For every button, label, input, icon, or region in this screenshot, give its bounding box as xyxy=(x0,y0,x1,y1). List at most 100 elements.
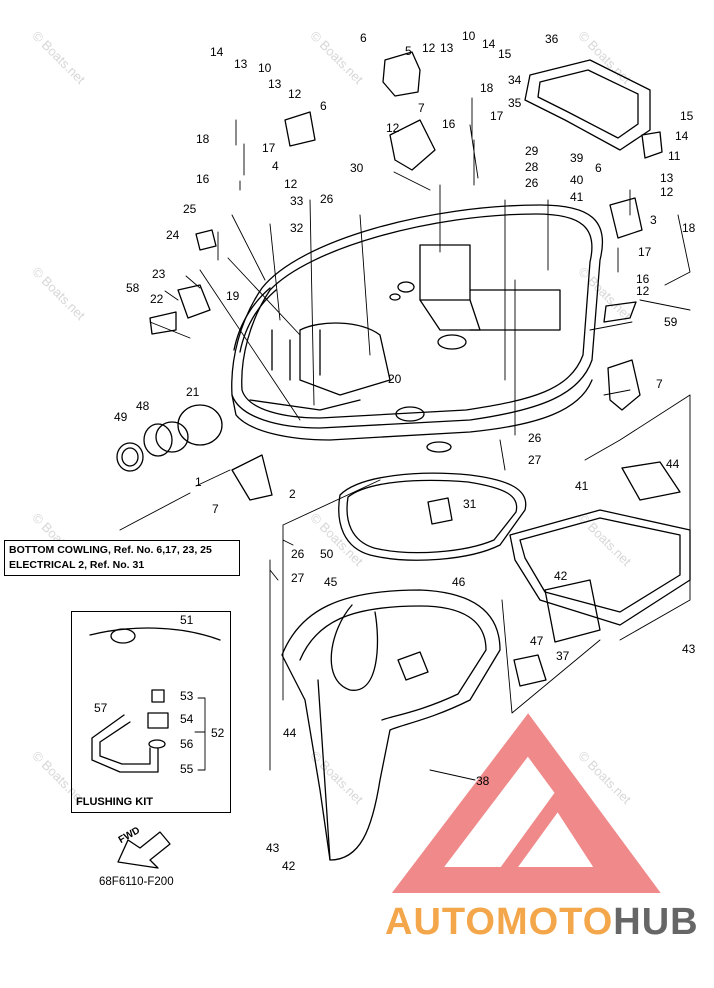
callout: 34 xyxy=(508,73,522,87)
callout: 50 xyxy=(320,547,334,561)
callout: 39 xyxy=(570,151,584,165)
callout: 36 xyxy=(545,32,559,46)
part-37 xyxy=(544,579,601,643)
callout: 24 xyxy=(166,228,180,242)
callout: 27 xyxy=(291,571,305,585)
callout: 20 xyxy=(388,372,402,386)
callout: 53 xyxy=(180,689,194,703)
diagram-code: 68F6110-F200 xyxy=(99,876,174,888)
callout: 13 xyxy=(234,57,248,71)
part-38-lower-case xyxy=(281,589,501,861)
callout: 14 xyxy=(210,45,224,59)
callout: 22 xyxy=(150,292,164,306)
callout: 55 xyxy=(180,762,194,776)
part-24 xyxy=(195,229,217,251)
flushing-kit-box: FLUSHING KIT xyxy=(71,611,231,813)
callout: 40 xyxy=(570,173,584,187)
callout: 48 xyxy=(136,399,150,413)
callout: 19 xyxy=(226,289,240,303)
reference-note: BOTTOM COWLING, Ref. No. 6,17, 23, 25 EL… xyxy=(4,540,240,576)
callout: 46 xyxy=(452,575,466,589)
part-9 xyxy=(607,359,641,411)
part-62 xyxy=(149,311,177,335)
part-5-bracket xyxy=(609,197,643,239)
callout: 15 xyxy=(680,109,694,123)
callout: 11 xyxy=(668,149,681,163)
callout: 2 xyxy=(289,487,296,501)
callout: 7 xyxy=(656,377,663,391)
callout: 14 xyxy=(482,37,496,51)
part-22 xyxy=(177,284,211,319)
callout: 37 xyxy=(556,649,570,663)
flushing-kit-label: FLUSHING KIT xyxy=(76,796,153,808)
callout: 5 xyxy=(405,44,412,58)
brand-part-2: HUB xyxy=(613,901,699,943)
callout: 21 xyxy=(186,385,200,399)
callout: 51 xyxy=(180,613,194,627)
callout: 43 xyxy=(682,642,696,656)
callout: 32 xyxy=(290,221,304,235)
callout: 59 xyxy=(664,315,678,329)
callout: 12 xyxy=(422,41,436,55)
callout: 12 xyxy=(386,121,400,135)
callout: 17 xyxy=(262,141,276,155)
callout: 42 xyxy=(282,859,296,873)
callout: 26 xyxy=(320,192,334,206)
callout: 16 xyxy=(636,272,650,286)
callout: 41 xyxy=(570,190,584,204)
callout: 27 xyxy=(528,453,542,467)
callout: 47 xyxy=(530,634,544,648)
callout-labels: 14 13 10 13 12 6 18 17 4 16 12 33 25 32 … xyxy=(94,29,696,873)
part-21 xyxy=(177,404,223,446)
callout: 13 xyxy=(268,77,282,91)
bottom-cowling xyxy=(231,204,604,429)
part-7 xyxy=(231,454,273,501)
part-31 xyxy=(427,497,453,525)
callout: 49 xyxy=(114,410,128,424)
part-4-bracket xyxy=(382,51,421,97)
callout: 44 xyxy=(283,726,297,740)
callout: 33 xyxy=(290,194,304,208)
brand-part-1: AUTOMOTO xyxy=(385,901,614,943)
part-59-hose xyxy=(91,714,159,773)
callout: 13 xyxy=(440,41,454,55)
part-53-clamp xyxy=(116,442,144,472)
callout: 44 xyxy=(666,457,680,471)
part-52 xyxy=(143,423,173,457)
callout: 26 xyxy=(525,176,539,190)
callout: 6 xyxy=(595,161,602,175)
callout: 3 xyxy=(650,213,657,227)
callout: 1 xyxy=(195,475,202,489)
callout: 17 xyxy=(638,245,652,259)
part-58 xyxy=(147,712,169,729)
callout: 14 xyxy=(675,129,689,143)
callout: 57 xyxy=(94,701,108,715)
part-50 xyxy=(397,651,429,681)
callout: 28 xyxy=(525,160,539,174)
callout: 18 xyxy=(196,132,210,146)
callout: 15 xyxy=(498,47,512,61)
part-57 xyxy=(151,689,165,703)
callout: 29 xyxy=(525,144,539,158)
callout: 41 xyxy=(575,479,589,493)
part-3-bracket xyxy=(284,111,316,147)
part-8 xyxy=(389,119,436,171)
note-line-2: ELECTRICAL 2, Ref. No. 31 xyxy=(9,559,145,571)
part-54-gasket xyxy=(338,472,527,561)
callout: 18 xyxy=(682,221,696,235)
callout: 6 xyxy=(360,31,367,45)
callout: 58 xyxy=(126,281,140,295)
callout: 42 xyxy=(554,569,568,583)
callout: 26 xyxy=(291,547,305,561)
automotohub-logo-mark xyxy=(391,713,661,893)
part-19-seal xyxy=(233,287,271,351)
callout: 6 xyxy=(320,99,327,113)
callout: 43 xyxy=(266,841,280,855)
callout: 25 xyxy=(183,202,197,216)
callout: 12 xyxy=(636,284,650,298)
callout: 7 xyxy=(212,502,219,516)
callout: 10 xyxy=(258,61,272,75)
callout: 7 xyxy=(418,101,425,115)
